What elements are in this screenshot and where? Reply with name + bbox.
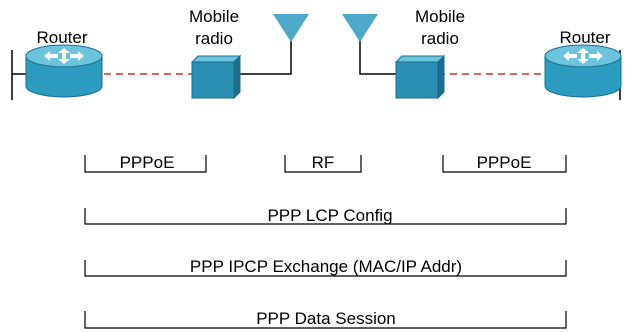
radio-antenna-line-right — [359, 40, 396, 75]
radio-right-label-line1: Mobile — [415, 7, 465, 26]
segment-rf-label: RF — [312, 153, 335, 172]
bracket-rf — [284, 155, 362, 173]
mobile-radio-left-icon — [190, 54, 242, 100]
bracket-lcp — [84, 208, 567, 225]
radio-right-label-line2: radio — [421, 29, 459, 48]
segment-pppoe-right-label: PPPoE — [477, 153, 532, 172]
router-right-icon — [544, 44, 622, 98]
router-left-label: Router — [36, 28, 87, 47]
session-lcp-label: PPP LCP Config — [267, 206, 392, 225]
bracket-pppoe-left — [84, 155, 207, 173]
bracket-pppoe-right — [442, 155, 567, 173]
mobile-radio-right-icon — [394, 54, 446, 100]
session-data-label: PPP Data Session — [256, 309, 396, 328]
router-left-icon — [25, 44, 103, 98]
segment-pppoe-left-label: PPPoE — [120, 153, 175, 172]
session-ipcp-label: PPP IPCP Exchange (MAC/IP Addr) — [190, 257, 462, 276]
radio-left-label-line1: Mobile — [189, 7, 239, 26]
bracket-data — [84, 311, 567, 329]
radio-antenna-line-left — [234, 40, 292, 75]
antenna-right-icon — [342, 14, 378, 42]
bracket-ipcp — [84, 260, 567, 277]
router-right-label: Router — [559, 28, 610, 47]
antenna-left-icon — [273, 14, 309, 42]
radio-left-label-line2: radio — [195, 29, 233, 48]
